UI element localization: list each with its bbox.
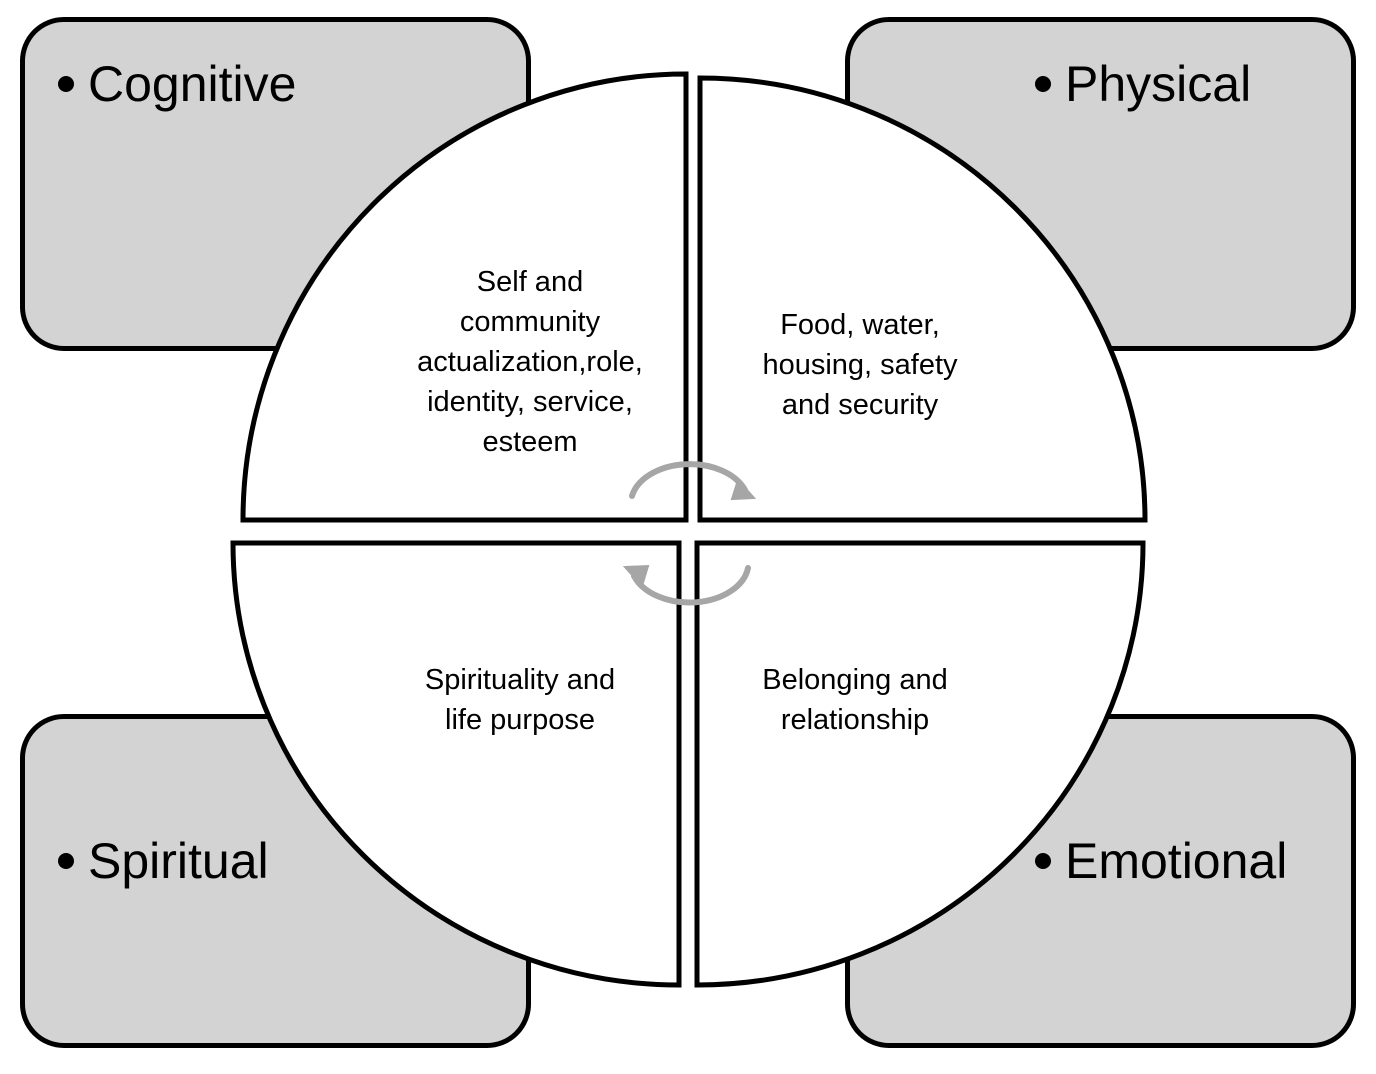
- quadrant-bottom-left: [230, 540, 682, 988]
- spiritual-label-text: Spiritual: [88, 833, 269, 889]
- bullet-icon: [58, 852, 74, 869]
- quadrant-top-right-text: Food, water, housing, safety and securit…: [762, 309, 958, 421]
- cognitive-label: Cognitive: [58, 59, 296, 109]
- physical-label-text: Physical: [1065, 56, 1252, 112]
- quadrant-top-left: [240, 71, 689, 523]
- quadrant-bottom-right: [694, 540, 1146, 988]
- quadrant-bottom-right-text: Belonging and relationship: [762, 664, 948, 736]
- emotional-label-text: Emotional: [1065, 833, 1288, 889]
- bullet-icon: [58, 75, 74, 92]
- physical-label: Physical: [1035, 59, 1251, 109]
- quadrant-top-left-text: Self and community actualization,role, i…: [417, 266, 643, 458]
- cycle-arrows: [622, 461, 757, 606]
- cognitive-label-text: Cognitive: [88, 56, 297, 112]
- bullet-icon: [1035, 75, 1051, 92]
- cycle-arrow-top: [629, 461, 748, 499]
- emotional-label: Emotional: [1035, 836, 1287, 886]
- quadrant-bottom-left-text: Spirituality and life purpose: [424, 664, 616, 736]
- bullet-icon: [1035, 852, 1051, 869]
- cycle-arrowhead-bottom: [622, 564, 650, 588]
- quadrant-top-right: [697, 75, 1148, 523]
- spiritual-label: Spiritual: [58, 836, 269, 886]
- cycle-arrowhead-top: [730, 478, 757, 501]
- cycle-arrow-bottom: [631, 565, 751, 606]
